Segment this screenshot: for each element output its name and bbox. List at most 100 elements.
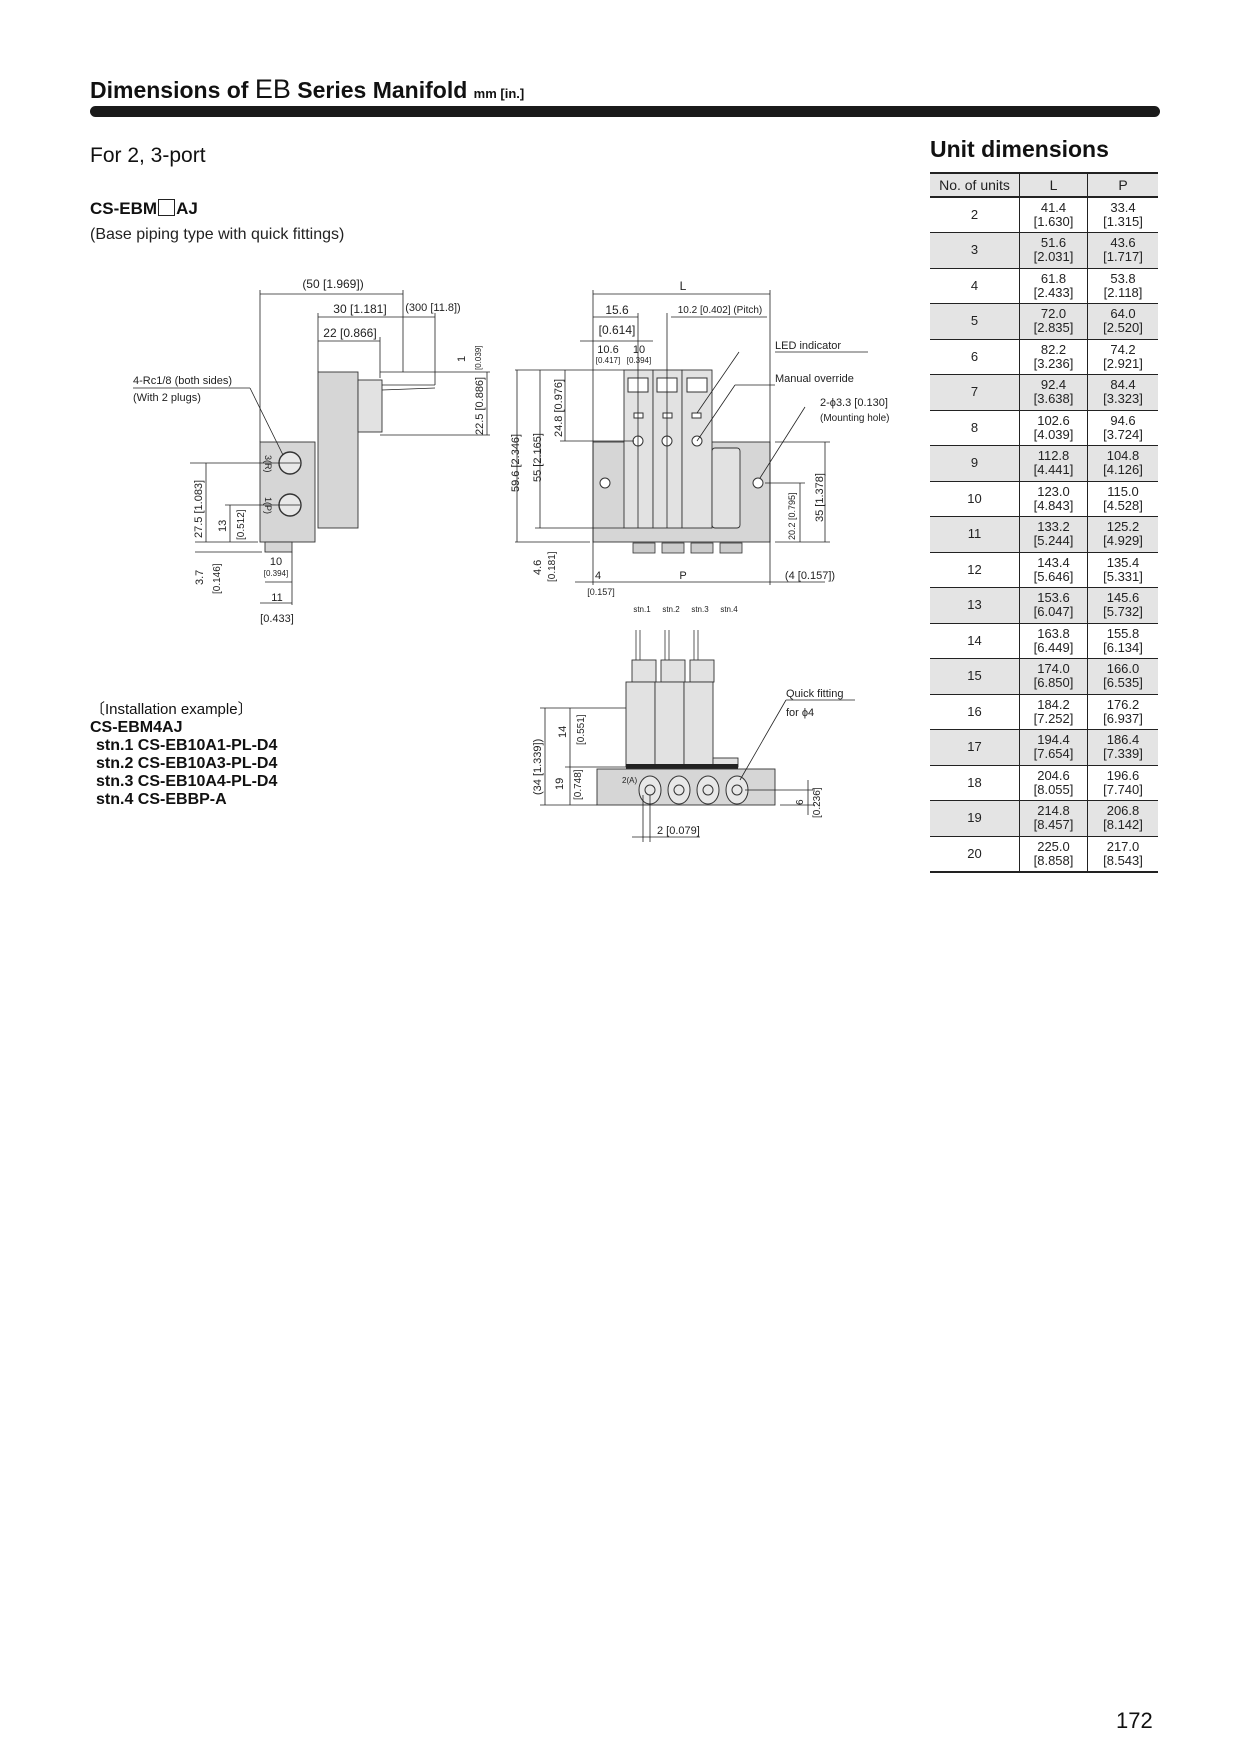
installation-station: stn.2 CS-EB10A3-PL-D4: [96, 755, 278, 772]
L-mm: 214.8: [1037, 803, 1070, 819]
dim-24-8: 24.8 [0.976]: [553, 379, 565, 437]
dim-10-in: [0.394]: [627, 356, 651, 365]
valve-top-connector: [689, 659, 715, 683]
P-mm: 206.8: [1106, 803, 1140, 819]
units-cell: 6: [970, 348, 979, 364]
P-in: [2.520]: [1103, 320, 1143, 336]
dim-22: 22 [0.866]: [323, 326, 376, 340]
units-cell: 14: [967, 632, 982, 648]
P-mm: 64.0: [1110, 306, 1136, 322]
P-mm: 145.6: [1106, 590, 1140, 606]
side-view-drawing: (50 [1.969]) 30 [1.181] (300 [11.8]) 22 …: [133, 277, 490, 625]
dim-4-6: 4.6: [532, 560, 544, 575]
station-label: stn.2: [662, 605, 680, 614]
L-in: [6.449]: [1033, 639, 1074, 655]
valve-top-connector: [660, 659, 686, 683]
installation-example: 〔Installation example〕 CS-EBM4AJ stn.1 C…: [90, 701, 277, 809]
L-mm: 184.2: [1037, 696, 1070, 712]
L-cell: 214.8[8.457]: [1019, 800, 1088, 836]
P-in: [6.134]: [1103, 639, 1143, 655]
installation-station: stn.1 CS-EB10A1-PL-D4: [96, 737, 278, 754]
dim-4-in: [0.157]: [587, 587, 615, 597]
P-in: [8.543]: [1103, 852, 1143, 868]
P-cell: 155.8[6.134]: [1087, 623, 1158, 659]
dim-14-in: [0.551]: [576, 714, 587, 745]
L-in: [3.638]: [1033, 391, 1074, 407]
dim-2: 2 [0.079]: [657, 825, 700, 837]
valve-stn3: [681, 369, 713, 529]
P-in: [1.717]: [1103, 249, 1143, 265]
L-in: [3.236]: [1033, 355, 1074, 371]
P-mm: 94.6: [1110, 412, 1136, 428]
P-mm: 166.0: [1106, 661, 1140, 677]
P-cell: 135.4[5.331]: [1087, 552, 1158, 588]
P-mm: 196.6: [1106, 767, 1140, 783]
units-cell: 17: [967, 739, 982, 755]
dim-27-5: 27.5 [1.083]: [193, 480, 205, 538]
L-cell: 51.6[2.031]: [1019, 232, 1088, 268]
L-in: [8.457]: [1033, 817, 1074, 833]
P-in: [2.118]: [1103, 284, 1143, 300]
port-2a-label: 2(A): [622, 776, 637, 785]
dim-34: (34 [1.339]): [532, 739, 544, 795]
L-in: [6.047]: [1033, 604, 1074, 620]
valve-top-stn3: [683, 681, 714, 768]
section-subheading: For 2, 3-port: [90, 144, 206, 167]
dim-1-in: [0.039]: [474, 346, 483, 370]
L-cell: 102.6[4.039]: [1019, 410, 1088, 446]
blank-plate-stn4: [711, 447, 741, 529]
station-label: stn.1: [633, 605, 651, 614]
units-cell: 18: [967, 774, 982, 790]
dim-15-6: 15.6: [605, 303, 629, 317]
P-mm: 84.4: [1110, 377, 1136, 393]
L-in: [8.055]: [1033, 781, 1074, 797]
P-mm: 33.4: [1110, 200, 1136, 215]
L-in: [7.252]: [1033, 710, 1074, 726]
L-mm: 225.0: [1037, 838, 1070, 854]
dim-1: 1: [456, 356, 468, 362]
P-mm: 135.4: [1106, 554, 1140, 570]
installation-station: stn.3 CS-EB10A4-PL-D4: [96, 773, 278, 790]
dim-50: (50 [1.969]): [302, 277, 363, 291]
quick-fitting-size: for ϕ4: [786, 707, 814, 719]
P-mm: 74.2: [1110, 341, 1136, 357]
lead-wires: [635, 630, 699, 660]
L-in: [6.850]: [1033, 675, 1074, 691]
model-suffix: AJ: [176, 199, 198, 218]
L-cell: 72.0[2.835]: [1019, 303, 1088, 339]
L-in: [7.654]: [1033, 746, 1074, 762]
valve-top-stn1: [625, 681, 656, 768]
L-cell: 174.0[6.850]: [1019, 658, 1088, 694]
led-indicator-label: LED indicator: [775, 340, 841, 352]
L-in: [1.630]: [1033, 214, 1074, 229]
L-in: [4.039]: [1033, 426, 1074, 442]
dim-10-6: 10.6: [597, 344, 618, 356]
mounting-hole-icon: [752, 477, 764, 489]
P-in: [2.921]: [1103, 355, 1143, 371]
P-in: [5.331]: [1103, 568, 1143, 584]
dim-22-5: 22.5 [0.886]: [474, 377, 486, 435]
dim-19-in: [0.748]: [573, 769, 584, 800]
P-cell: 145.6[5.732]: [1087, 587, 1158, 623]
fittings-front: [632, 542, 743, 554]
port-note-1: 4-Rc1/8 (both sides): [133, 375, 232, 387]
P-cell: 94.6[3.724]: [1087, 410, 1158, 446]
station-label: stn.4: [720, 605, 738, 614]
L-in: [4.843]: [1033, 497, 1074, 513]
L-cell: 143.4[5.646]: [1019, 552, 1088, 588]
dim-11: 11: [271, 592, 282, 604]
title-unit: mm [in.]: [473, 86, 525, 101]
P-cell: 53.8[2.118]: [1087, 268, 1158, 304]
P-mm: 186.4: [1106, 732, 1140, 748]
P-cell: 74.2[2.921]: [1087, 339, 1158, 375]
manual-override-label: Manual override: [775, 373, 854, 385]
L-in: [2.031]: [1033, 249, 1074, 265]
